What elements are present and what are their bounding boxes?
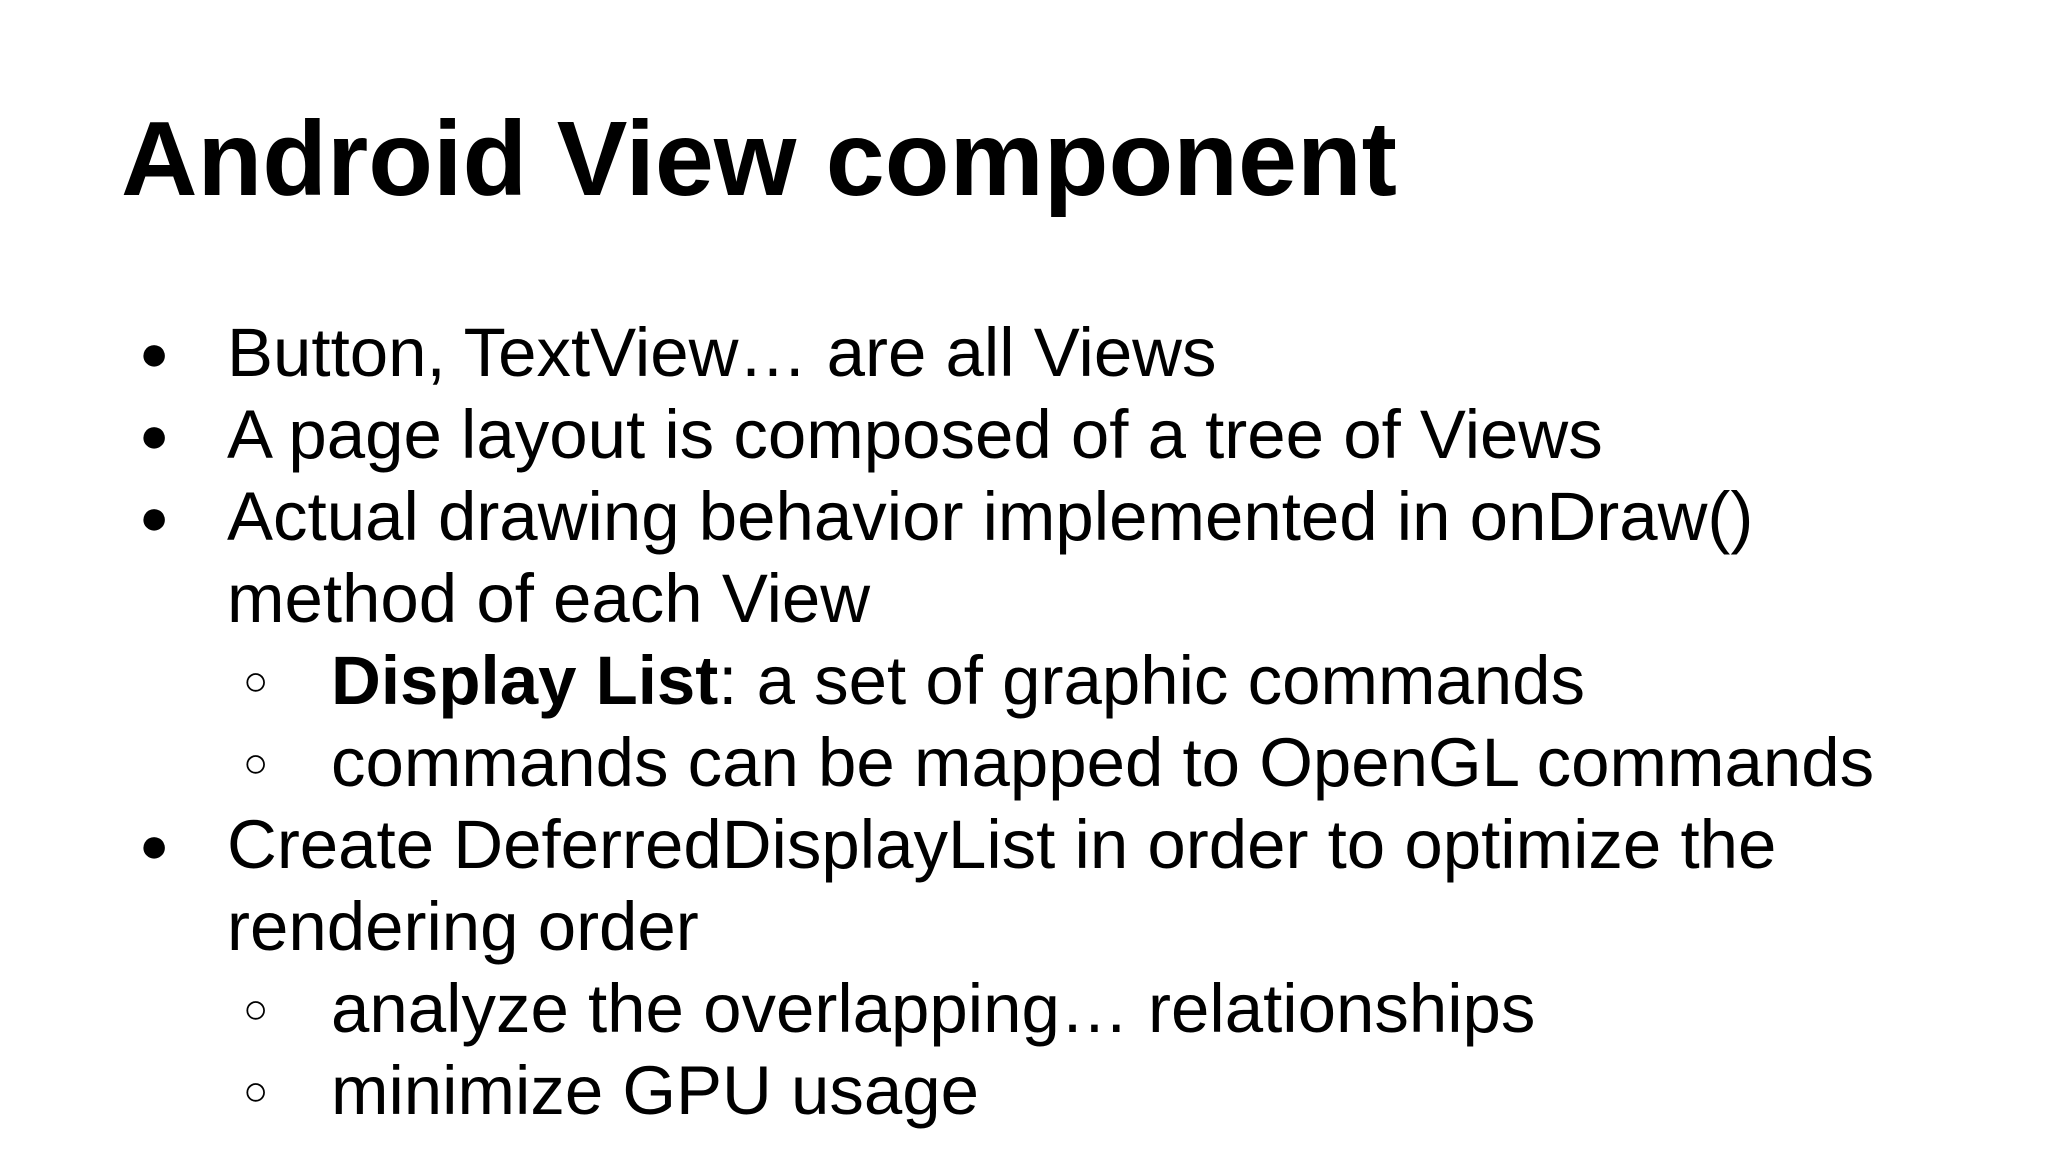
sub-bullet-marker: ○ [243,657,269,704]
bold-term: Display List [331,642,719,719]
sub-bullet-text: minimize GPU usage [331,1052,980,1129]
sub-bullet-marker: ○ [243,739,269,786]
sub-bullet-marker: ○ [243,1067,269,1114]
bullet-marker: ● [139,817,170,873]
bullet-item: ● Button, TextView… are all Views [139,312,1217,394]
bullet-item: ● Actual drawing behavior implemented in… [139,476,1754,640]
sub-bullet-item: ○ analyze the overlapping… relationships [243,968,1536,1050]
bullet-text-line: method of each View [227,560,871,637]
bullet-text-line: Create DeferredDisplayList in order to o… [227,806,1777,883]
sub-bullet-item: ○ minimize GPU usage [243,1050,980,1132]
bullet-text: A page layout is composed of a tree of V… [227,396,1603,473]
sub-bullet-text: commands can be mapped to OpenGL command… [331,724,1875,801]
bullet-item: ● A page layout is composed of a tree of… [139,394,1603,476]
bullet-text: Button, TextView… are all Views [227,314,1217,391]
sub-bullet-item: ○ Display List: a set of graphic command… [243,640,1585,722]
bullet-marker: ● [139,489,170,545]
term-definition: : a set of graphic commands [718,642,1586,719]
sub-bullet-marker: ○ [243,985,269,1032]
sub-bullet-item: ○ commands can be mapped to OpenGL comma… [243,722,1875,804]
slide-title: Android View component [121,100,1397,218]
bullet-marker: ● [139,325,170,381]
sub-bullet-text: analyze the overlapping… relationships [331,970,1536,1047]
sub-bullet-text: Display List: a set of graphic commands [331,640,1585,722]
bullet-text-line: rendering order [227,888,699,965]
bullet-marker: ● [139,407,170,463]
bullet-item: ● Create DeferredDisplayList in order to… [139,804,1777,968]
bullet-text-line: Actual drawing behavior implemented in o… [227,478,1754,555]
